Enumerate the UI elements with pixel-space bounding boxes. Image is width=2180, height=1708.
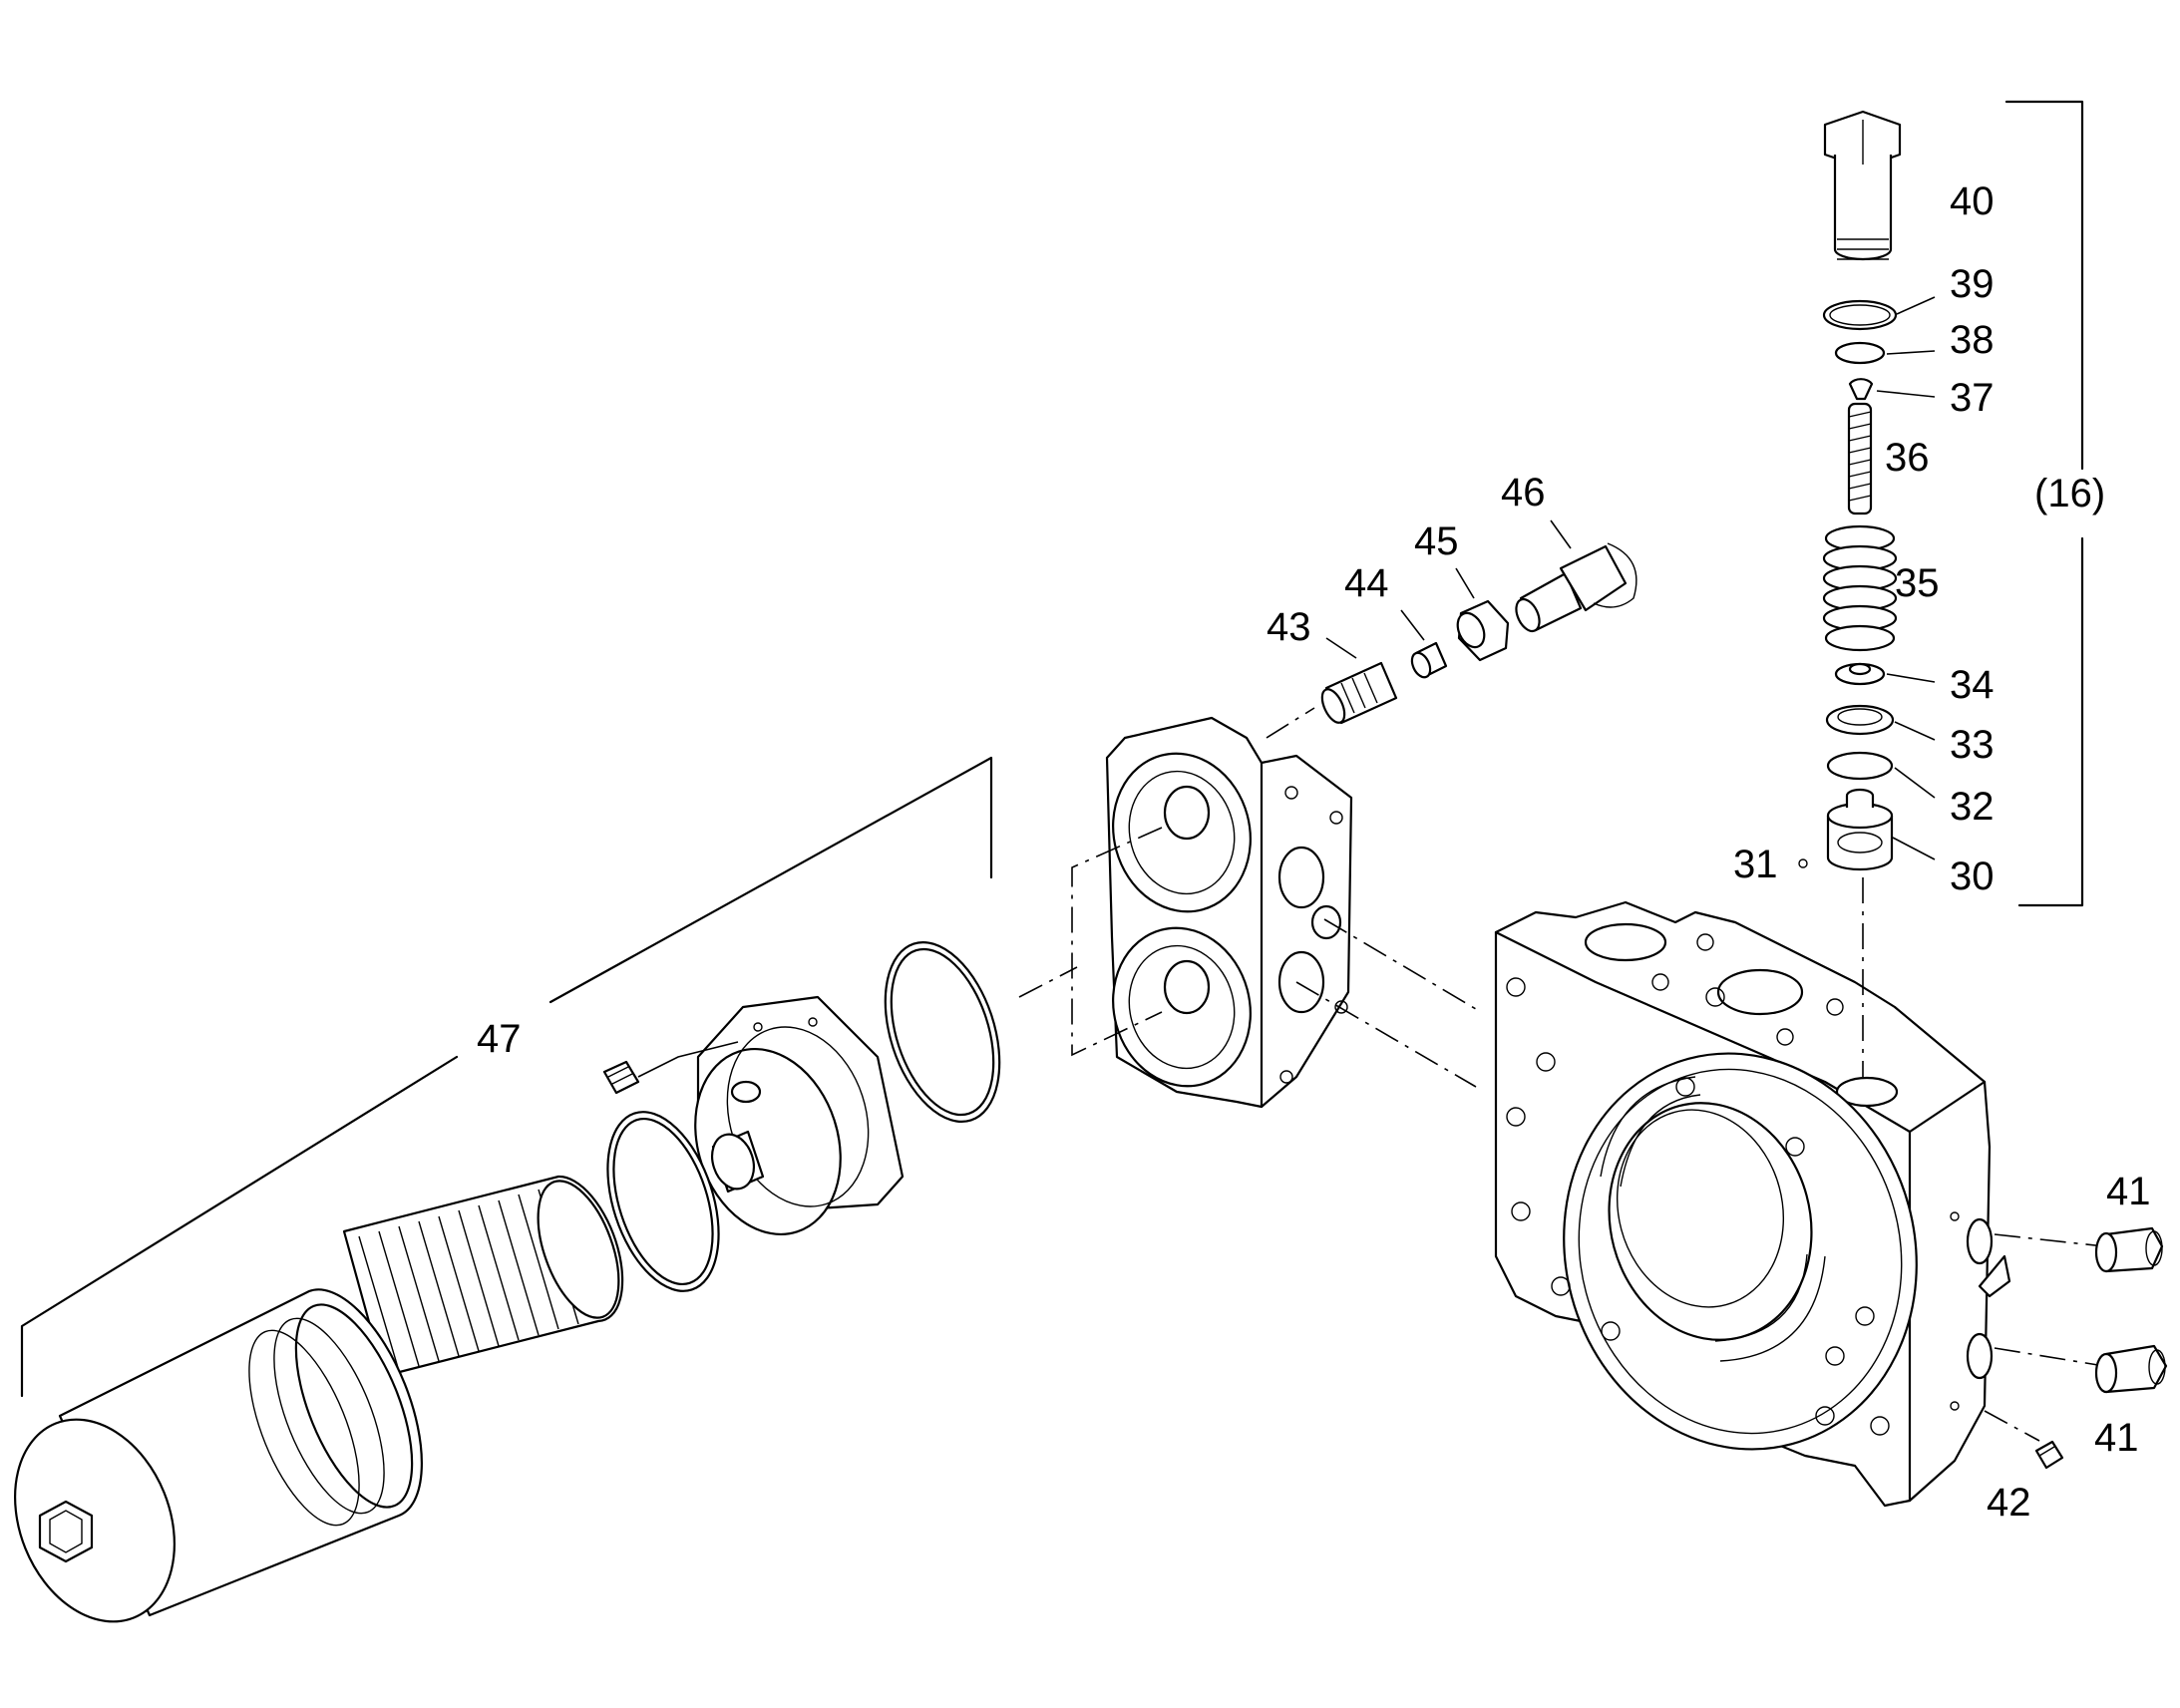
label-30: 30 bbox=[1950, 854, 1995, 898]
label-35: 35 bbox=[1895, 561, 1940, 605]
part-33-washer bbox=[1825, 704, 1895, 736]
label-36: 36 bbox=[1885, 436, 1930, 480]
bracket-group-16 bbox=[2004, 100, 2084, 907]
part-34-spring-seat bbox=[1834, 662, 1886, 686]
label-37: 37 bbox=[1950, 376, 1995, 420]
label-41-lower: 41 bbox=[2094, 1416, 2139, 1460]
part-38-o-ring bbox=[1834, 341, 1886, 365]
part-30-valve-seat bbox=[1826, 788, 1894, 871]
leader-lines bbox=[1325, 296, 1936, 860]
filter-head bbox=[694, 995, 905, 1236]
filter-head-plug bbox=[602, 1041, 739, 1095]
label-16: (16) bbox=[2034, 472, 2105, 515]
label-47: 47 bbox=[477, 1017, 522, 1061]
part-41-plug-upper bbox=[2094, 1226, 2164, 1273]
o-ring-filter bbox=[606, 1111, 720, 1292]
label-41-upper: 41 bbox=[2106, 1170, 2151, 1213]
label-43: 43 bbox=[1267, 605, 1311, 649]
part-44-cone bbox=[1410, 641, 1448, 679]
label-40: 40 bbox=[1950, 179, 1995, 223]
main-housing bbox=[1494, 900, 2011, 1508]
part-43-fitting bbox=[1320, 661, 1398, 725]
label-38: 38 bbox=[1950, 318, 1995, 362]
part-40-cap bbox=[1823, 110, 1902, 261]
part-45-nut bbox=[1456, 599, 1510, 662]
part-42-set-screw bbox=[2034, 1440, 2064, 1470]
part-35-outer-spring bbox=[1822, 524, 1898, 652]
o-ring-head bbox=[884, 941, 1001, 1123]
part-39-seal-ring bbox=[1822, 299, 1898, 331]
bracket-group-47 bbox=[20, 756, 993, 1398]
part-36-inner-spring bbox=[1847, 402, 1873, 515]
part-46-elbow bbox=[1515, 542, 1637, 633]
adapter-block bbox=[1105, 716, 1353, 1109]
part-37-poppet bbox=[1848, 378, 1874, 401]
filter-element bbox=[14, 1175, 624, 1623]
label-39: 39 bbox=[1950, 262, 1995, 306]
part-labels: 40 39 38 37 36 35 34 33 32 30 31 (16) 46… bbox=[477, 179, 2151, 1525]
label-45: 45 bbox=[1414, 519, 1459, 563]
part-31-ball bbox=[1798, 858, 1808, 868]
part-41-plug-lower bbox=[2094, 1344, 2168, 1394]
label-31: 31 bbox=[1733, 843, 1778, 886]
label-46: 46 bbox=[1501, 471, 1546, 514]
label-32: 32 bbox=[1950, 785, 1995, 829]
label-34: 34 bbox=[1950, 663, 1995, 707]
label-42: 42 bbox=[1987, 1481, 2031, 1525]
label-33: 33 bbox=[1950, 723, 1995, 767]
part-32-o-ring bbox=[1826, 751, 1894, 781]
label-44: 44 bbox=[1344, 561, 1389, 605]
assembly-centerlines bbox=[1018, 707, 2105, 1442]
